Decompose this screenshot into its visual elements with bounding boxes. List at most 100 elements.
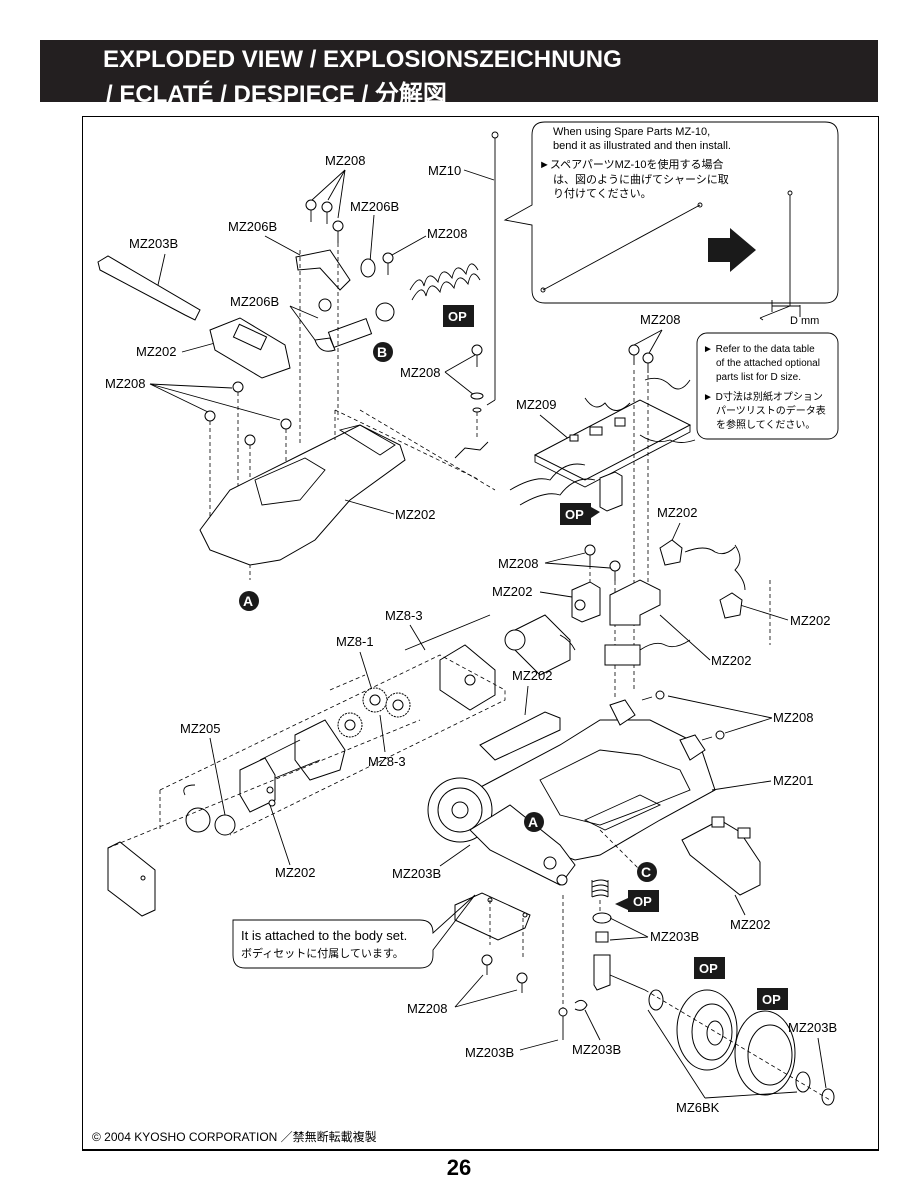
label-mz208-left: MZ208 xyxy=(105,376,145,391)
mz10-note-jp-1: ►スペアパーツMZ-10を使用する場合 xyxy=(539,157,723,171)
mz10-note-en-2: bend it as illustrated and then install. xyxy=(553,140,731,152)
frame-bottom-rule xyxy=(82,1149,879,1151)
d-note-jp-2: パーツリストのデータ表 xyxy=(716,404,826,417)
lower-parts: MZ203B It is attached to the body set. ボ… xyxy=(232,844,699,1060)
page-header: EXPLODED VIEW / EXPLOSIONSZEICHNUNG / EC… xyxy=(40,40,878,108)
svg-text:A: A xyxy=(528,814,538,830)
screw-icon xyxy=(280,418,292,470)
label-mz8-3-1: MZ8-3 xyxy=(385,608,423,623)
svg-text:C: C xyxy=(641,864,651,880)
marker-c xyxy=(637,862,657,882)
pcb-assembly: MZ209 MZ208 OP xyxy=(509,312,696,690)
d-size-note: ► Refer to the data table of the attache… xyxy=(696,332,839,440)
mid-screws: MZ208 xyxy=(359,344,496,491)
label-mz208-mid: MZ208 xyxy=(400,365,440,380)
label-mz209: MZ209 xyxy=(516,397,556,412)
label-mz203b-kingpin: MZ203B xyxy=(650,929,699,944)
label-mz6bk: MZ6BK xyxy=(676,1100,720,1115)
screw-icon xyxy=(481,954,493,975)
page-number: 26 xyxy=(446,1155,472,1180)
mz10-note-jp-2: は、図のように曲げてシャーシに取 xyxy=(553,173,729,186)
label-mz202-gear: MZ202 xyxy=(275,865,315,880)
op-badge-5 xyxy=(757,988,788,1010)
diagram-frame xyxy=(82,116,879,1151)
label-mz208-r1: MZ208 xyxy=(427,226,467,241)
body-set-note-jp: ボディセットに付属しています。 xyxy=(241,946,404,960)
mz10-wire: MZ10 xyxy=(428,131,499,406)
chassis-plate: MZ208 MZ202 A xyxy=(105,243,481,611)
label-mz202-rear: MZ202 xyxy=(730,917,770,932)
op-badge-2 xyxy=(560,503,591,525)
label-mz208-m1: MZ208 xyxy=(498,556,538,571)
d-note-en-3: parts list for D size. xyxy=(716,372,801,383)
label-mz206b-3: MZ206B xyxy=(230,294,279,309)
screw-icon xyxy=(471,344,483,367)
screw-icon xyxy=(305,199,317,222)
label-mz203b-pin: MZ203B xyxy=(465,1045,514,1060)
label-mz205: MZ205 xyxy=(180,721,220,736)
label-mz203b-clip: MZ203B xyxy=(572,1042,621,1057)
label-mz203b-axle: MZ203B xyxy=(788,1020,837,1035)
label-mz202-m1: MZ202 xyxy=(492,584,532,599)
mz10-note-en-1: When using Spare Parts MZ-10, xyxy=(553,126,710,138)
label-mz202-m2: MZ202 xyxy=(657,505,697,520)
label-mz202-2: MZ202 xyxy=(395,507,435,522)
screw-icon xyxy=(642,352,654,373)
screw-icon xyxy=(641,690,665,701)
screw-icon xyxy=(321,201,333,224)
screw-icon xyxy=(382,252,394,275)
d-note-jp-1: ► D寸法は別紙オプション xyxy=(703,390,823,403)
marker-b xyxy=(373,342,393,362)
mz10-note-callout: When using Spare Parts MZ-10, bend it as… xyxy=(503,121,839,327)
mz10-note-jp-3: り付けてください。 xyxy=(553,187,652,200)
op-badge-3-text: OP xyxy=(633,894,652,909)
upper-left-parts: MZ208 MZ206B MZ206B MZ208 OP MZ206B B xyxy=(97,153,481,379)
motor-brackets: MZ208 MZ202 MZ202 MZ202 MZ202 xyxy=(492,505,830,700)
label-mz206b-1: MZ206B xyxy=(350,199,399,214)
label-mz208-bottom: MZ208 xyxy=(407,1001,447,1016)
marker-a-2 xyxy=(524,812,544,832)
label-mz208-pcb: MZ208 xyxy=(640,312,680,327)
label-mz10: MZ10 xyxy=(428,163,461,178)
header-title-line1: EXPLODED VIEW / EXPLOSIONSZEICHNUNG xyxy=(103,46,622,73)
copyright-notice: © 2004 KYOSHO CORPORATION ／禁無断転載複製 xyxy=(92,1130,377,1144)
label-mz203b-2: MZ203B xyxy=(392,866,441,881)
label-mz208-top: MZ208 xyxy=(325,153,365,168)
label-mz202-1: MZ202 xyxy=(136,344,176,359)
label-mz203b-1: MZ203B xyxy=(129,236,178,251)
screw-icon xyxy=(516,972,528,993)
label-mz202-m4: MZ202 xyxy=(711,653,751,668)
arrow-right-icon xyxy=(708,228,756,272)
d-note-en-1: ► Refer to the data table xyxy=(703,344,815,355)
screw-icon xyxy=(232,381,244,490)
d-note-jp-3: を参照してください。 xyxy=(716,418,815,431)
op-badge-5-text: OP xyxy=(762,992,781,1007)
screw-icon xyxy=(609,560,621,581)
header-title-line2: / ECLATÉ / DESPIECE / 分解図 xyxy=(106,81,447,108)
label-mz202-m3: MZ202 xyxy=(790,613,830,628)
screw-icon xyxy=(204,410,216,530)
main-chassis: MZ202 A MZ208 MZ201 C MZ202 xyxy=(427,668,813,932)
wheel-parts: OP OP MZ203B MZ6BK xyxy=(644,957,837,1115)
screw-icon xyxy=(584,544,596,565)
op-badge-1-text: OP xyxy=(448,309,467,324)
svg-text:B: B xyxy=(377,344,387,360)
label-mz206b-2: MZ206B xyxy=(228,219,277,234)
d-note-en-2: of the attached optional xyxy=(716,358,820,369)
label-mz8-1: MZ8-1 xyxy=(336,634,374,649)
label-mz208-right1: MZ208 xyxy=(773,710,813,725)
dmm-label: D mm xyxy=(790,315,819,327)
svg-text:A: A xyxy=(243,593,253,609)
screw-icon xyxy=(332,220,344,243)
label-mz202-front: MZ202 xyxy=(512,668,552,683)
marker-a-1 xyxy=(239,591,259,611)
op-badge-4-text: OP xyxy=(699,961,718,976)
op-badge-2-text: OP xyxy=(565,507,584,522)
label-mz8-3-2: MZ8-3 xyxy=(368,754,406,769)
op-badge-4 xyxy=(694,957,725,979)
op-badge-1 xyxy=(443,305,474,327)
label-mz201: MZ201 xyxy=(773,773,813,788)
screw-icon xyxy=(701,730,725,741)
screw-icon xyxy=(628,344,640,365)
